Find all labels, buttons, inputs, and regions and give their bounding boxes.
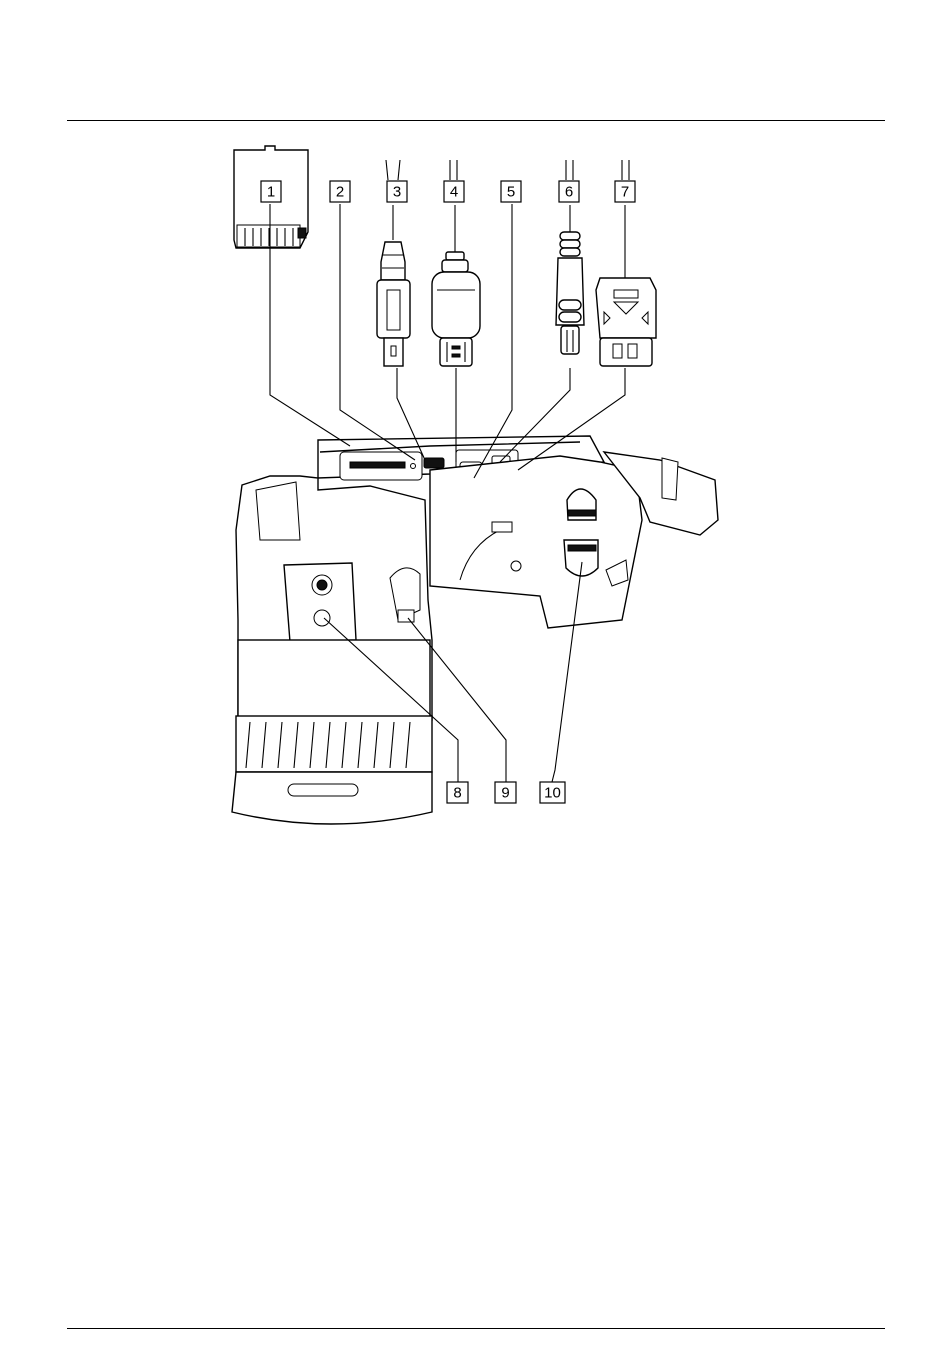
callout-9: 9 (495, 782, 516, 803)
callout-9-label: 9 (501, 785, 509, 802)
callout-8: 8 (447, 782, 468, 803)
callout-7: 7 (615, 181, 635, 202)
callout-2: 2 (330, 181, 350, 202)
callout-2-label: 2 (336, 184, 344, 201)
callout-3-label: 3 (393, 184, 401, 201)
callout-5-label: 5 (507, 184, 515, 201)
callout-8-label: 8 (453, 785, 461, 802)
callout-4-label: 4 (450, 184, 458, 201)
callout-1-label: 1 (267, 184, 275, 201)
callout-5: 5 (501, 181, 521, 202)
callout-10-label: 10 (544, 785, 561, 802)
callout-6-label: 6 (565, 184, 573, 201)
callout-7-label: 7 (621, 184, 629, 201)
callout-3: 3 (387, 181, 407, 202)
callout-4: 4 (444, 181, 464, 202)
callout-10: 10 (540, 782, 565, 803)
callout-6: 6 (559, 181, 579, 202)
callout-1: 1 (261, 181, 281, 202)
camera-body-icon (232, 436, 718, 824)
